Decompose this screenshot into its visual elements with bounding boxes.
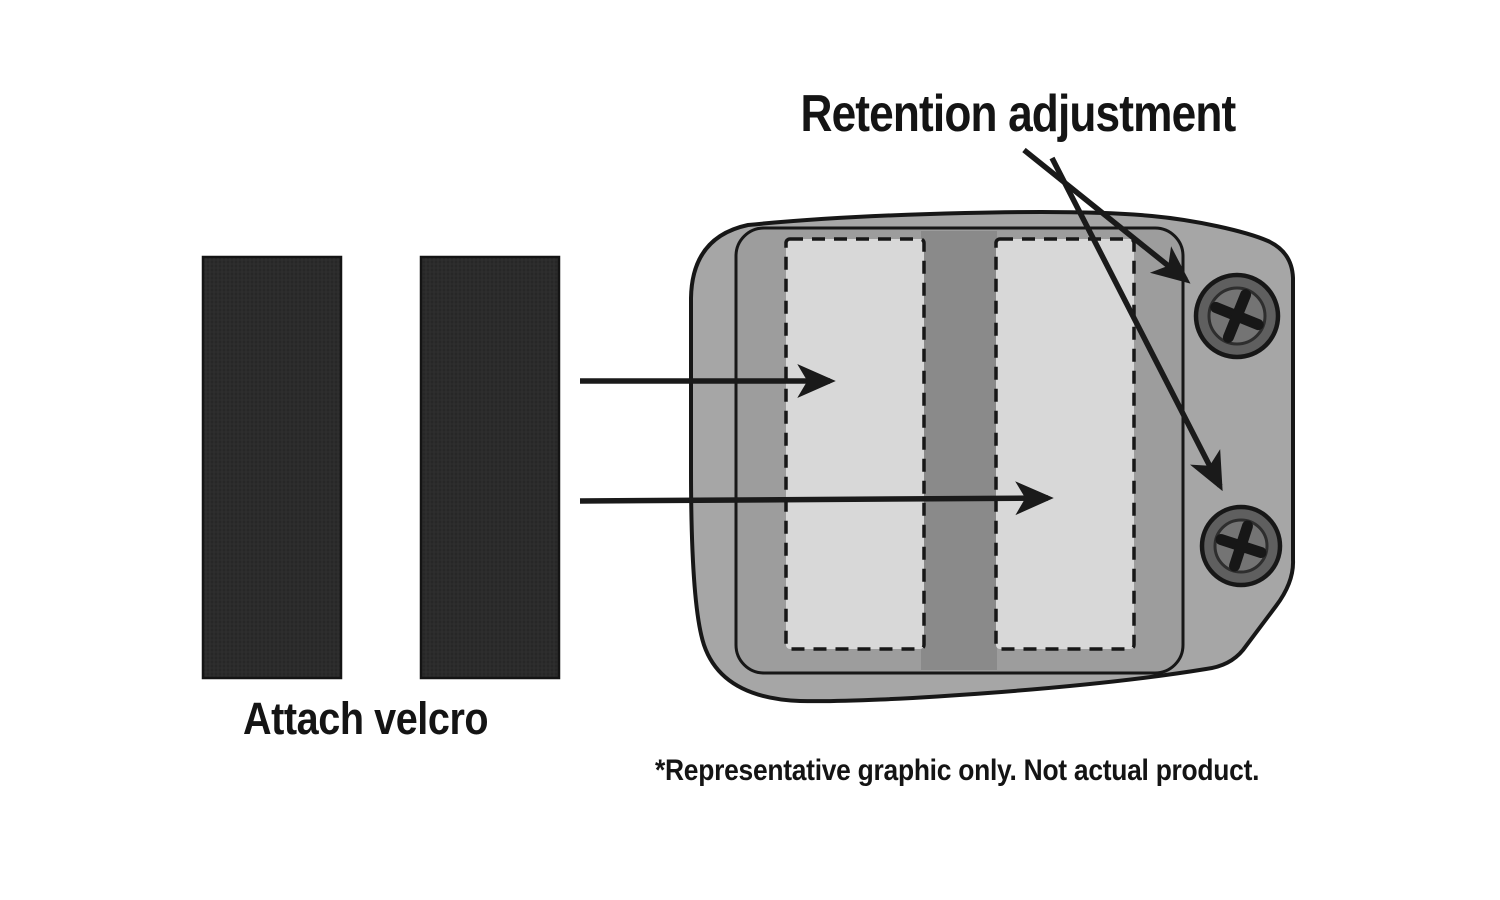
phillips-screw-icon-top [1193, 272, 1281, 360]
velcro-strip-left [201, 255, 343, 680]
retention-arrow-bottom [1049, 156, 1223, 492]
velcro-attachment-zone-right [994, 237, 1136, 651]
retention-adjustment-label: Retention adjustment [800, 85, 1237, 143]
attach-velcro-label: Attach velcro [243, 693, 489, 744]
holster-center-strip [921, 231, 997, 670]
velcro-strip-right [419, 255, 561, 680]
phillips-screw-icon-bottom [1199, 504, 1283, 588]
velcro-attachment-zone-left [784, 237, 926, 651]
velcro-placement-arrow-bottom [579, 481, 1054, 516]
retention-arrow-top [1022, 147, 1191, 284]
disclaimer-note: *Representative graphic only. Not actual… [655, 754, 1260, 787]
